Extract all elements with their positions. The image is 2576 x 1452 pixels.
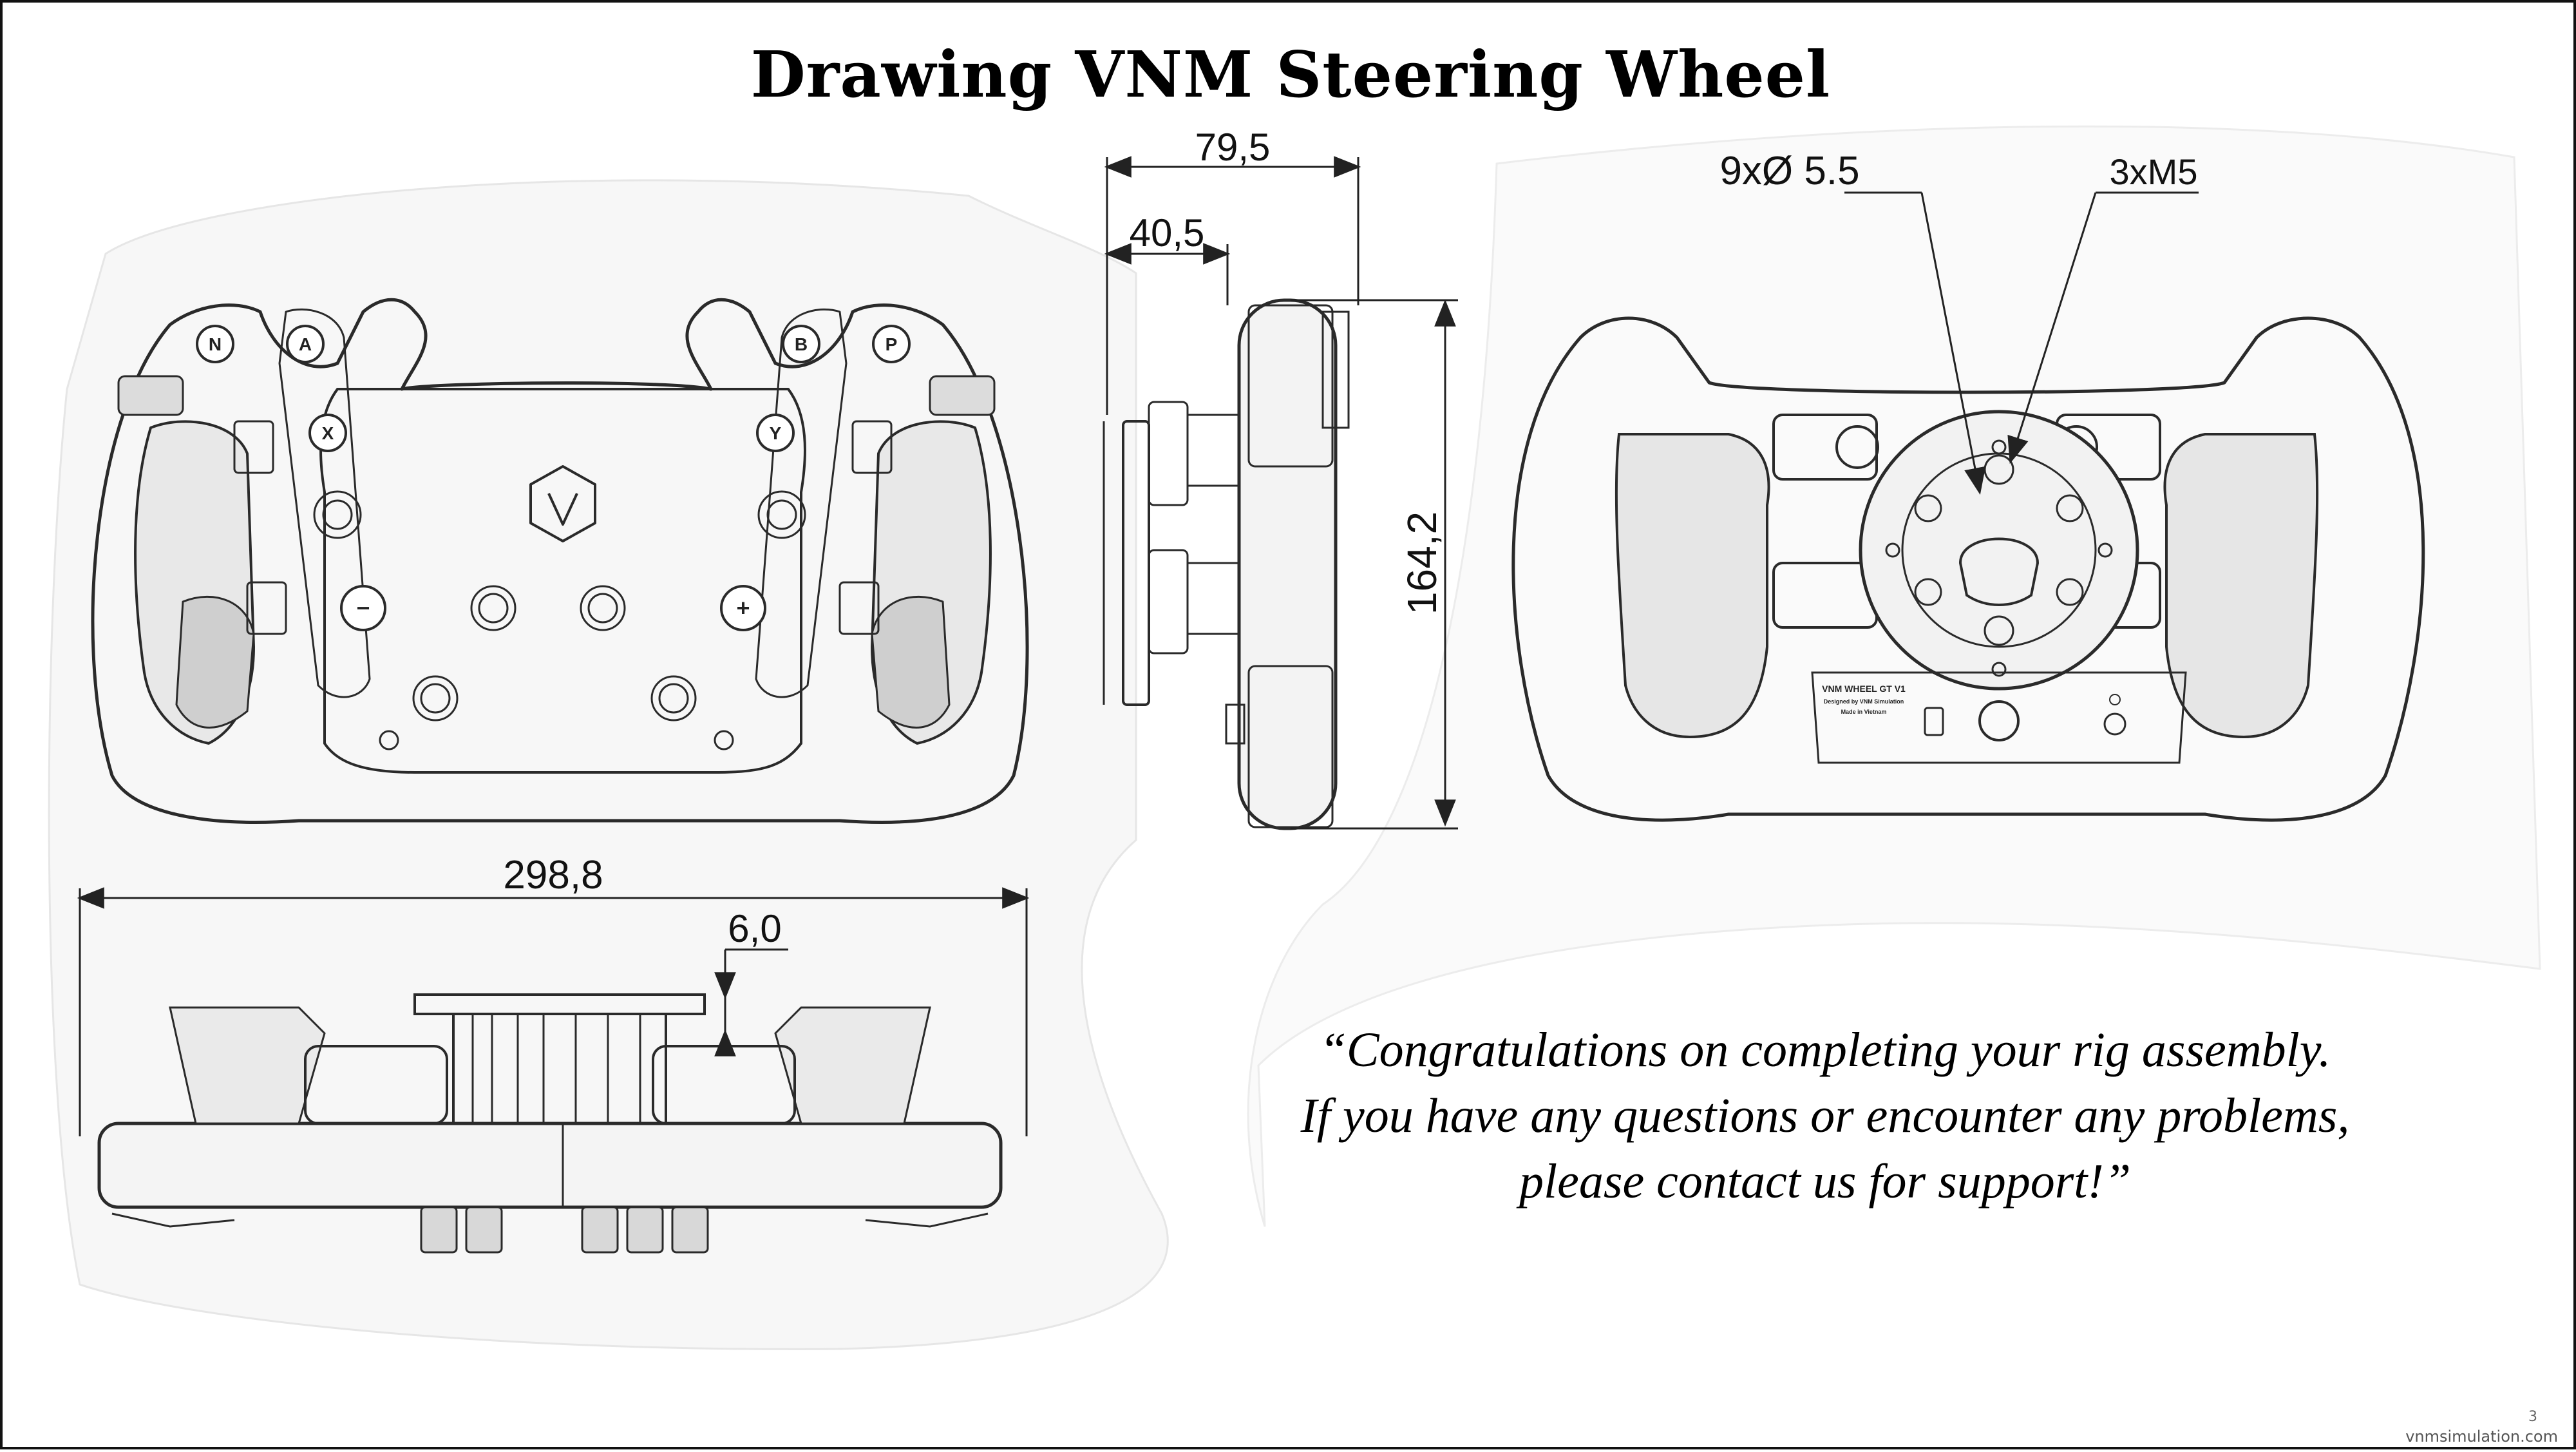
technical-drawing: N A B P X Y − +: [48, 125, 2541, 1350]
dim-offset: 6,0: [728, 907, 781, 950]
back-designed-label: Designed by VNM Simulation: [1824, 698, 1904, 705]
button-a-label: A: [299, 334, 312, 354]
front-outline: [91, 298, 1029, 824]
dim-height: 164,2: [1399, 511, 1445, 615]
button-n: [196, 325, 234, 363]
button-p-label: P: [886, 334, 898, 354]
dim-holes: 9xØ 5.5: [1719, 149, 1859, 193]
button-plus-label: +: [736, 595, 750, 621]
button-p: [872, 325, 911, 363]
quote-line-1: “Congratulations on completing your rig …: [1319, 1023, 2331, 1077]
button-x: [308, 414, 347, 452]
button-minus-label: −: [356, 595, 370, 621]
top-dimensions: [77, 887, 1030, 1136]
top-view: [97, 993, 1003, 1254]
dim-width: 298,8: [503, 853, 603, 897]
logo-hex-icon: [529, 465, 596, 542]
front-plate: [319, 388, 806, 774]
button-b: [782, 325, 820, 363]
website-link[interactable]: vnmsimulation.com: [2405, 1428, 2558, 1446]
front-buttons: [196, 325, 911, 631]
back-model-label: VNM WHEEL GT V1: [1822, 683, 1906, 694]
button-x-label: X: [322, 423, 334, 443]
button-y: [756, 414, 795, 452]
button-minus: [340, 585, 386, 631]
dim-depth-total: 79,5: [1195, 126, 1271, 169]
quote-line-3: please contact us for support!”: [1519, 1154, 2131, 1208]
button-a: [286, 325, 325, 363]
side-view: [1103, 298, 1350, 830]
side-dimensions: [1104, 156, 1458, 830]
background-shape-right: [1247, 125, 2541, 1227]
quote-line-2: If you have any questions or encounter a…: [1300, 1089, 2350, 1143]
page-title: Drawing VNM Steering Wheel: [750, 38, 1831, 112]
front-view: [91, 298, 1029, 824]
support-quote: “Congratulations on completing your rig …: [1213, 1017, 2437, 1214]
button-y-label: Y: [770, 423, 782, 443]
page-number: 3: [2528, 1409, 2537, 1425]
back-made-label: Made in Vietnam: [1841, 709, 1887, 715]
dim-depth-partial: 40,5: [1130, 211, 1205, 254]
dim-threads: 3xM5: [2110, 151, 2198, 192]
button-b-label: B: [795, 334, 808, 354]
back-view: [1511, 316, 2425, 822]
button-n-label: N: [209, 334, 222, 354]
hub-plate: [1859, 410, 2139, 691]
button-plus: [720, 585, 766, 631]
back-leaders: [1844, 191, 2199, 495]
